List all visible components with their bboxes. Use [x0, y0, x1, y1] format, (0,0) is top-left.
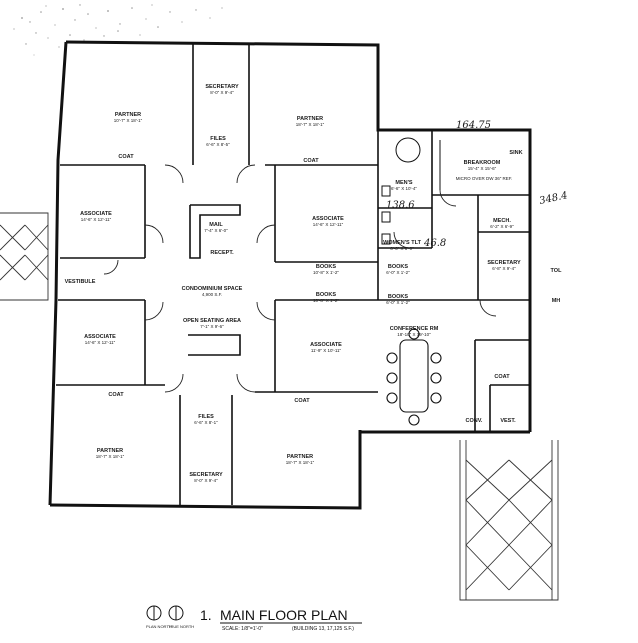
label-mech: MECH. — [493, 218, 511, 224]
room-labels: PARTNER 10'-7" X 18'-1" SECRETARY 8'-0" … — [65, 84, 563, 483]
label-books-1: BOOKS — [316, 264, 337, 270]
svg-text:18'-10" X 19'-10": 18'-10" X 19'-10" — [397, 332, 431, 337]
label-coat-se: COAT — [294, 398, 310, 404]
restroom-fixtures — [381, 137, 441, 245]
title-block: PLAN NORTH TRUE NORTH 1. MAIN FLOOR PLAN… — [146, 605, 362, 632]
label-books-3: BOOKS — [316, 292, 337, 298]
hand-46-8: 46.8 — [423, 238, 446, 249]
label-mh: MH — [552, 298, 561, 304]
label-partner-ne: PARTNER — [297, 116, 323, 122]
label-secretary-n: SECRETARY — [205, 84, 239, 90]
svg-text:18'-7" X 18'-1": 18'-7" X 18'-1" — [296, 122, 325, 127]
svg-text:18'-7" X 18'-1": 18'-7" X 18'-1" — [286, 460, 315, 465]
label-conv: CONV. — [466, 418, 483, 424]
label-partner-sw: PARTNER — [97, 448, 123, 454]
label-associate-e2: ASSOCIATE — [310, 342, 342, 348]
label-mail: MAIL — [209, 222, 223, 228]
label-files-s: FILES — [198, 414, 214, 420]
svg-text:15'-4" X 15'-6": 15'-4" X 15'-6" — [468, 166, 497, 171]
label-associate-w1: ASSOCIATE — [80, 211, 112, 217]
label-tol: TOL — [551, 268, 563, 274]
svg-text:6'-6" X 10'-4": 6'-6" X 10'-4" — [391, 186, 417, 191]
svg-text:7'-1" X 9'-6": 7'-1" X 9'-6" — [200, 324, 224, 329]
svg-text:6'-6" X 8'-0": 6'-6" X 8'-0" — [390, 246, 414, 251]
svg-text:10'-7" X 18'-1": 10'-7" X 18'-1" — [114, 118, 143, 123]
label-files-n: FILES — [210, 136, 226, 142]
interior-walls — [56, 44, 530, 505]
svg-text:6'-6" X 8'-5": 6'-6" X 8'-5" — [206, 142, 230, 147]
svg-text:14'-6" X 12'-11": 14'-6" X 12'-11" — [313, 222, 344, 227]
label-secretary-e: SECRETARY — [487, 260, 521, 266]
label-sink: SINK — [509, 150, 522, 156]
outer-walls — [48, 40, 532, 510]
landscape-hatch-left — [0, 212, 49, 301]
title-number: 1. — [200, 607, 212, 623]
label-coat-nw: COAT — [118, 154, 134, 160]
label-mens: MEN'S — [395, 180, 413, 186]
scan-noise — [13, 4, 223, 56]
reception-desk — [188, 204, 241, 356]
label-coat-e: COAT — [494, 374, 510, 380]
conference-table — [386, 328, 442, 426]
title-building: (BUILDING 13, 17,125 S.F.) — [292, 626, 354, 632]
svg-text:6'-6" X 8'-1": 6'-6" X 8'-1" — [194, 420, 218, 425]
label-vestibule: VESTIBULE — [65, 279, 96, 285]
svg-text:6'-8" X 9'-4": 6'-8" X 9'-4" — [492, 266, 516, 271]
svg-text:18'-7" X 18'-1": 18'-7" X 18'-1" — [96, 454, 125, 459]
label-books-4: BOOKS — [388, 294, 409, 300]
label-conference: CONFERENCE RM — [390, 326, 439, 332]
svg-text:14'-6" X 12'-11": 14'-6" X 12'-11" — [85, 340, 116, 345]
svg-text:6'-0" X 1'-2": 6'-0" X 1'-2" — [386, 300, 410, 305]
plan-north-label: PLAN NORTH — [146, 624, 172, 629]
svg-text:11'-9" X 10'-11": 11'-9" X 10'-11" — [311, 348, 342, 353]
hand-164-75: 164.75 — [456, 120, 491, 131]
label-open-seating: OPEN SEATING AREA — [183, 318, 241, 324]
svg-text:4,900 S.F.: 4,900 S.F. — [202, 292, 222, 297]
title-text: MAIN FLOOR PLAN — [220, 607, 348, 623]
label-coat-ne: COAT — [303, 158, 319, 164]
hand-348-4: 348.4 — [538, 190, 568, 207]
svg-text:7'-4" X 6'-0": 7'-4" X 6'-0" — [204, 228, 228, 233]
label-recept: RECEPT. — [210, 250, 234, 256]
label-breakroom: BREAKROOM — [464, 160, 501, 166]
label-vest-e: VEST. — [500, 418, 516, 424]
svg-text:6'-0" X 1'-2": 6'-0" X 1'-2" — [386, 270, 410, 275]
label-secretary-s: SECRETARY — [189, 472, 223, 478]
label-condo-space: CONDOMINIUM SPACE — [182, 286, 243, 292]
label-partner-se: PARTNER — [287, 454, 313, 460]
label-partner-nw: PARTNER — [115, 112, 141, 118]
label-associate-w2: ASSOCIATE — [84, 334, 116, 340]
label-womens: WOMEN'S TLT — [383, 240, 422, 246]
svg-text:10'-8" X 1'-2": 10'-8" X 1'-2" — [313, 270, 339, 275]
true-north-label: TRUE NORTH — [168, 624, 194, 629]
svg-text:8'-0" X 9'-4": 8'-0" X 9'-4" — [194, 478, 218, 483]
svg-text:8'-0" X 9'-4": 8'-0" X 9'-4" — [210, 90, 234, 95]
door-swings — [103, 164, 497, 393]
svg-text:10'-8" X 1'-2": 10'-8" X 1'-2" — [313, 298, 339, 303]
svg-text:14'-6" X 12'-11": 14'-6" X 12'-11" — [81, 217, 112, 222]
label-coat-sw: COAT — [108, 392, 124, 398]
label-books-2: BOOKS — [388, 264, 409, 270]
title-scale: SCALE: 1/8"=1'-0" — [222, 626, 263, 632]
label-breakroom-note: MICRO OVER DW 36" REF. — [456, 176, 513, 181]
hand-138-6: 138.6 — [386, 200, 415, 211]
landscape-hatch-right — [459, 440, 559, 601]
label-associate-e1: ASSOCIATE — [312, 216, 344, 222]
svg-text:6'-2" X 6'-9": 6'-2" X 6'-9" — [490, 224, 514, 229]
